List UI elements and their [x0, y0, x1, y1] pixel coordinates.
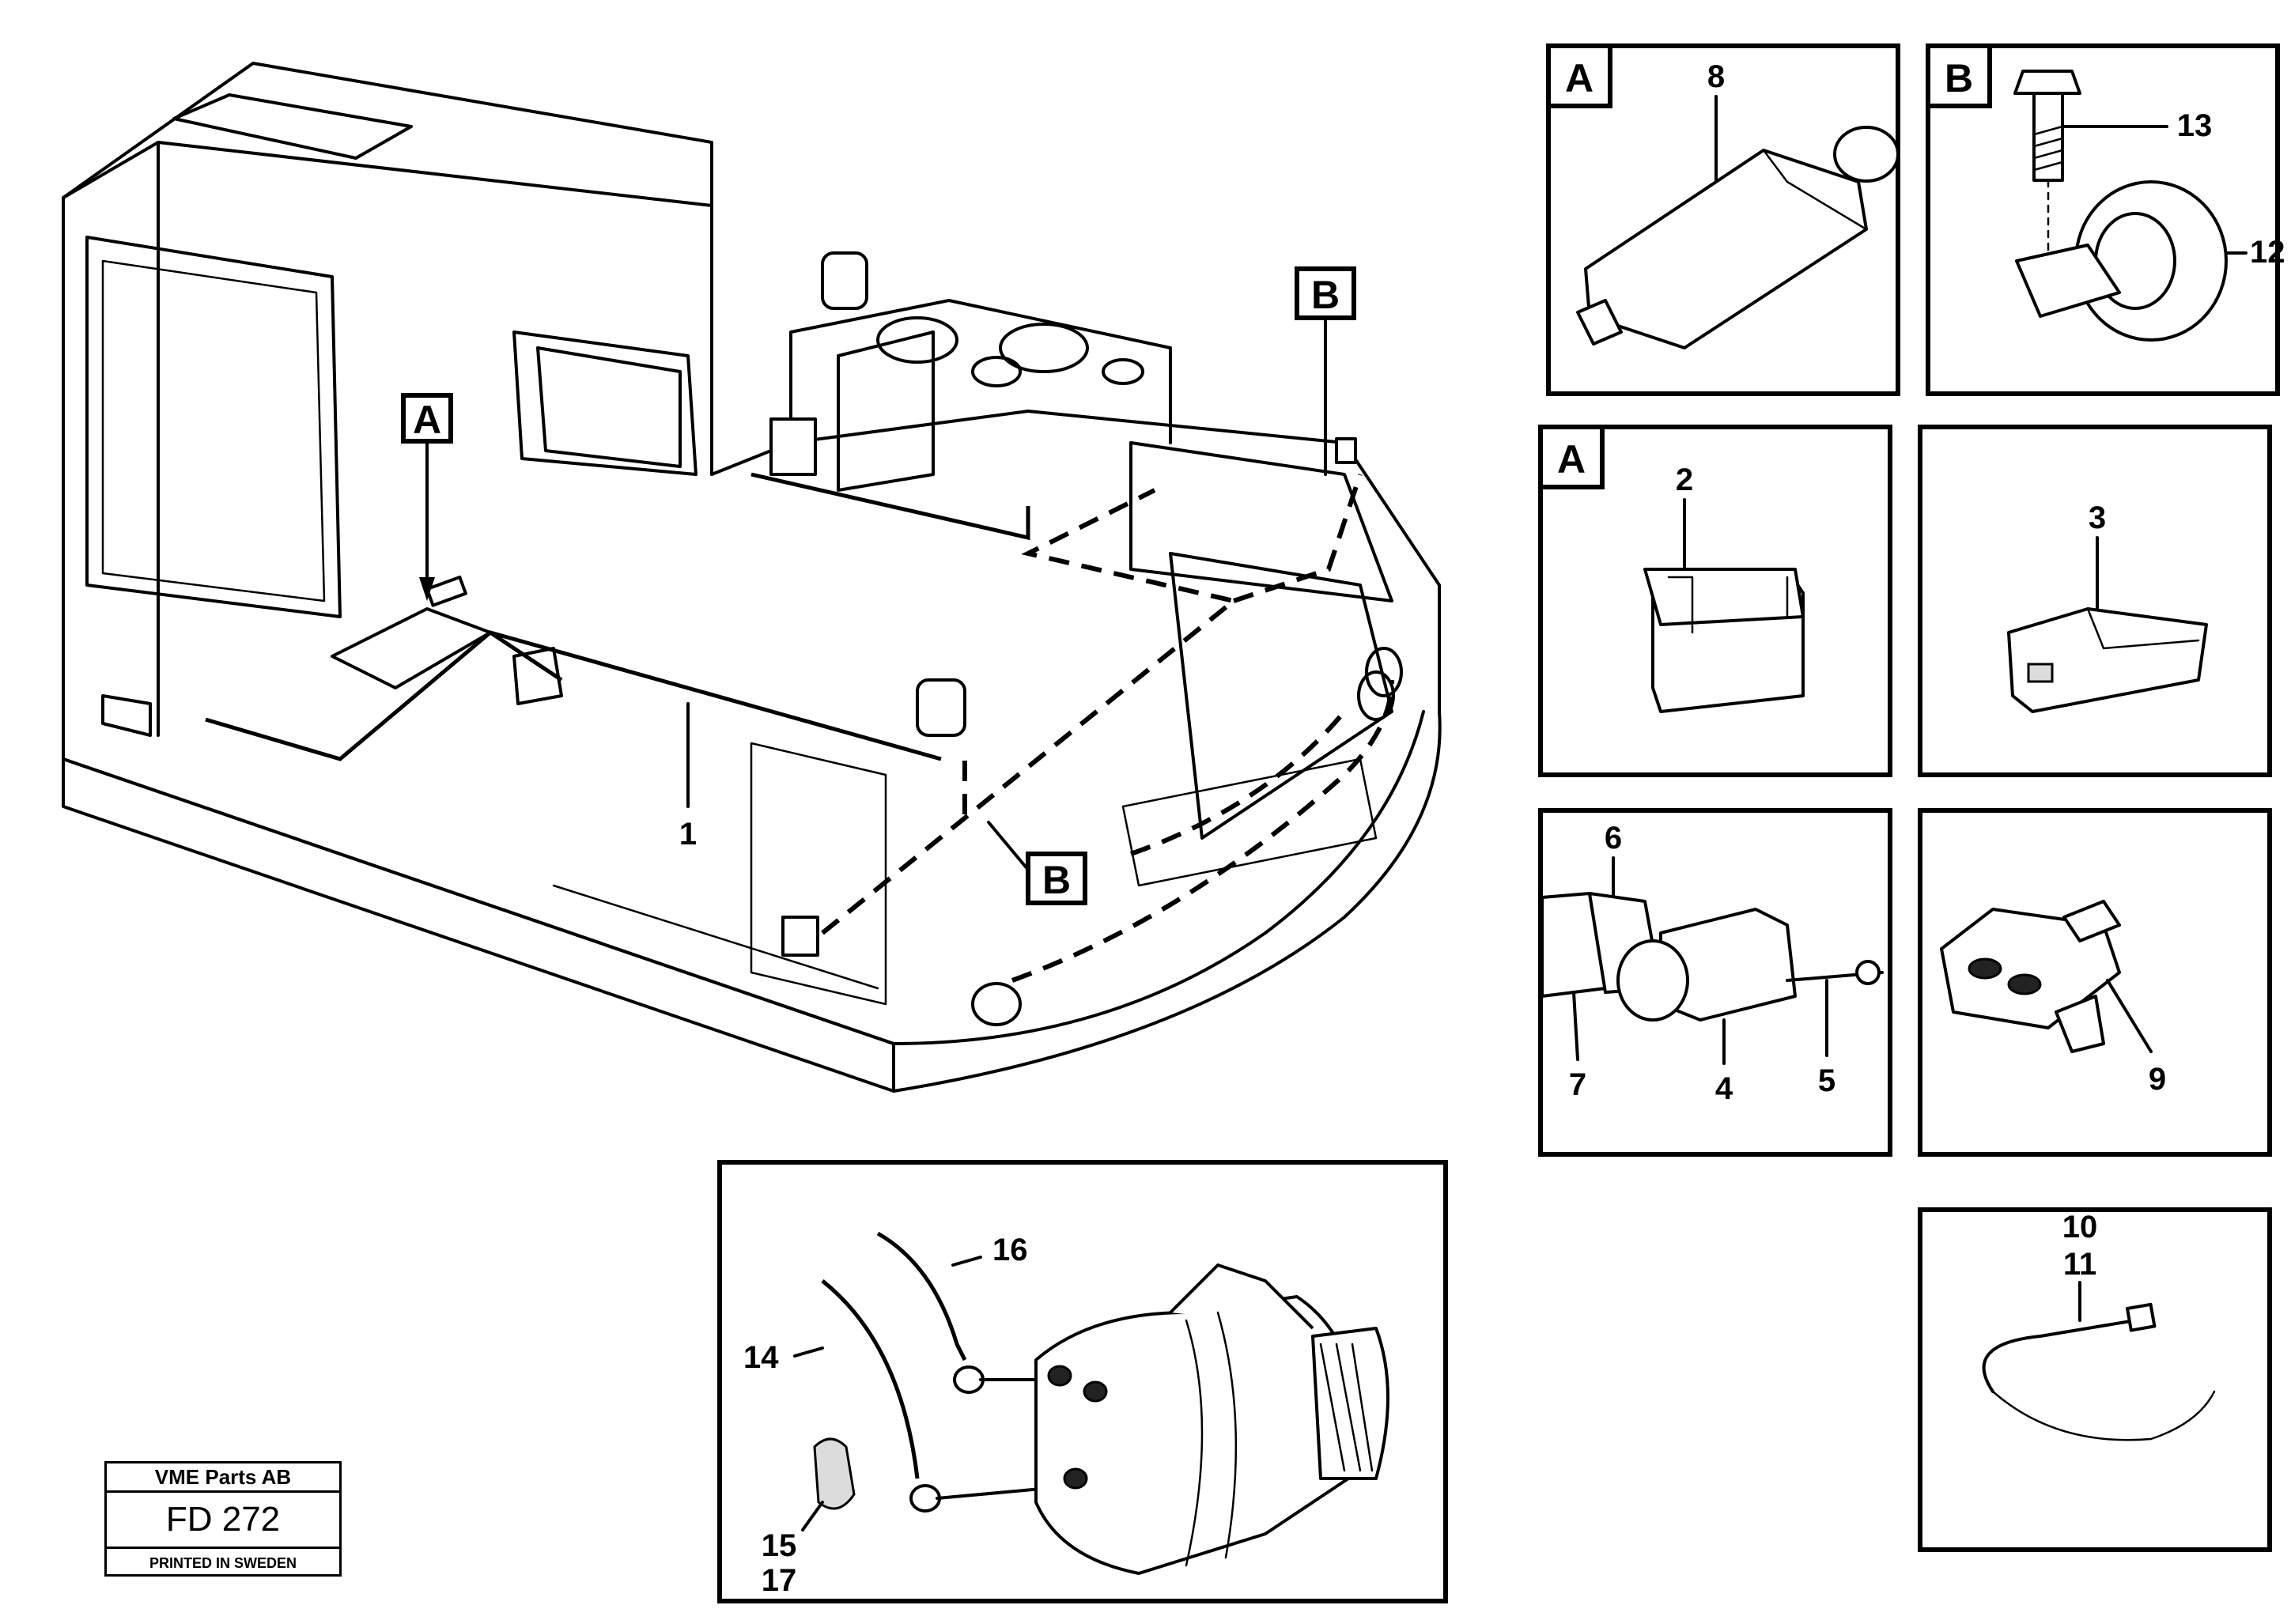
- title-stamp: VME Parts AB FD 272 PRINTED IN SWEDEN: [104, 1461, 342, 1577]
- callout-11: 11: [2063, 1247, 2096, 1282]
- box-engine: [769, 417, 817, 476]
- panel-tag-a-2: [1538, 425, 1605, 489]
- panel-tag-a-2-text: A: [1557, 437, 1586, 482]
- panel-tag-b: [1926, 43, 1992, 108]
- detail-panel-connector-3: 3: [1918, 425, 2272, 777]
- callout-12: 12: [2250, 235, 2285, 270]
- relay-rear: [916, 678, 966, 737]
- callout-13: 13: [2177, 108, 2213, 143]
- tag-b-top-text: B: [1311, 273, 1340, 317]
- detail-panel-a-relay-2: A 2: [1538, 425, 1892, 777]
- detail-panel-a-connector-8: A 8: [1546, 43, 1900, 396]
- callout-4: 4: [1715, 1071, 1733, 1106]
- stamp-company: VME Parts AB: [107, 1463, 339, 1493]
- callout-8: 8: [1707, 59, 1725, 94]
- tag-b-top: [1295, 266, 1356, 320]
- panel-tag-b-text: B: [1945, 56, 1973, 100]
- callout-10: 10: [2062, 1210, 2098, 1244]
- callout-1: 1: [679, 817, 697, 852]
- callout-14: 14: [743, 1340, 779, 1375]
- box-rear-lower: [781, 916, 819, 957]
- callout-2: 2: [1676, 463, 1693, 497]
- tag-b-lower: [1026, 852, 1087, 905]
- callout-3: 3: [2089, 500, 2106, 535]
- tag-b-lower-text: B: [1042, 858, 1071, 902]
- detail-panel-holder-9: 9: [1918, 808, 2272, 1157]
- machine-overview: A B B 1: [62, 62, 1442, 1093]
- callout-5: 5: [1818, 1063, 1835, 1098]
- detail-panel-b-clamp: B 13 12: [1926, 43, 2285, 396]
- stamp-printed: PRINTED IN SWEDEN: [149, 1554, 297, 1571]
- callout-9: 9: [2149, 1062, 2166, 1097]
- relay-cab: [821, 251, 868, 310]
- panel-tag-a-1: [1546, 43, 1612, 108]
- tag-a-main: [401, 393, 453, 444]
- callout-15: 15: [762, 1528, 797, 1563]
- panel-tag-a-1-text: A: [1565, 56, 1593, 100]
- callout-17: 17: [762, 1563, 797, 1598]
- detail-panel-switch-4-7: 6 7 4 5: [1538, 808, 1892, 1157]
- tag-a-main-text: A: [413, 398, 441, 442]
- detail-panel-alternator: 16 14 15 17: [717, 1160, 1448, 1603]
- callout-7: 7: [1569, 1067, 1586, 1102]
- connector-rear: [1335, 437, 1357, 464]
- stamp-code: FD 272: [107, 1493, 339, 1549]
- callout-6: 6: [1605, 821, 1622, 855]
- callout-16: 16: [992, 1233, 1028, 1267]
- detail-panel-cable-tie: 10 11: [1918, 1207, 2272, 1552]
